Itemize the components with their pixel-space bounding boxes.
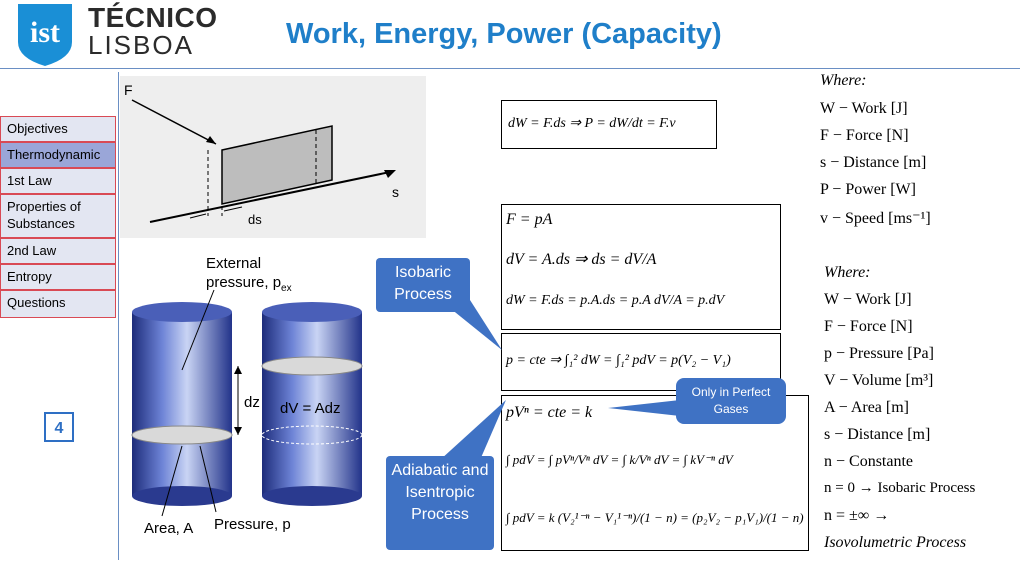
nav-item-second-law[interactable]: 2nd Law (0, 238, 116, 264)
force-label: F (124, 82, 133, 98)
force-diagram: F ds s (120, 76, 426, 238)
equation-integral: ∫ pdV = ∫ pVⁿ/Vⁿ dV = ∫ k/Vⁿ dV = ∫ kV⁻ⁿ… (506, 452, 733, 467)
ist-logo-icon: ist (18, 4, 72, 66)
equation-force-pressure: F = pA (506, 211, 553, 228)
dz-label: dz (244, 394, 260, 411)
page-title: Work, Energy, Power (Capacity) (286, 18, 722, 50)
s-label: s (392, 184, 399, 200)
where-item: Isovolumetric Process (824, 534, 967, 551)
equation-isobaric-box: p = cte ⇒ ∫₁² dW = ∫₁² pdV = p(V₂ − V₁) (501, 333, 781, 391)
nav-item-objectives[interactable]: Objectives (0, 116, 116, 142)
where-item: v − Speed [ms⁻¹] (820, 210, 931, 227)
ds-label: ds (248, 212, 262, 227)
where-item: A − Area [m] (824, 399, 909, 416)
where-item: V − Volume [m³] (824, 372, 934, 389)
where-item: s − Distance [m] (820, 154, 927, 171)
where-item: n = 0 → Isobaric Process (824, 480, 976, 496)
brand-name: TÉCNICO (88, 2, 218, 33)
where-heading: Where: (824, 264, 871, 281)
equation-volume: dV = A.ds ⇒ ds = dV/A (506, 251, 657, 268)
where-item: F − Force [N] (820, 127, 909, 144)
equation-power-box: dW = F.ds ⇒ P = dW/dt = F.v (501, 100, 717, 149)
equation-work-box: F = pA dV = A.ds ⇒ ds = dV/A dW = F.ds =… (501, 204, 781, 330)
equation-power: dW = F.ds ⇒ P = dW/dt = F.v (508, 116, 676, 131)
where-item: p − Pressure [Pa] (824, 345, 934, 362)
cylinder-diagram: External pressure, pex dz dV = Adz Area,… (124, 250, 374, 550)
where-item: n = ±∞ → (824, 507, 890, 524)
equation-polytropic: pVⁿ = cte = k (506, 404, 593, 421)
equation-work-pdv: dW = F.ds = p.A.ds = p.A dV/A = p.dV (506, 293, 725, 308)
nav-item-thermodynamic[interactable]: Thermodynamic (0, 142, 116, 168)
dv-label: dV = Adz (280, 400, 341, 417)
svg-text:ist: ist (30, 16, 60, 49)
nav-item-questions[interactable]: Questions (0, 290, 116, 318)
nav-item-entropy[interactable]: Entropy (0, 264, 116, 290)
where-item: W − Work [J] (824, 291, 912, 308)
isobaric-callout-pointer (440, 300, 502, 350)
nav-item-properties[interactable]: Properties of Substances (0, 194, 116, 238)
where-item: F − Force [N] (824, 318, 913, 335)
where-item: n − Constante (824, 453, 914, 470)
perfect-gases-pointer (608, 400, 680, 416)
isobaric-callout: Isobaric Process (376, 258, 470, 312)
perfect-gases-callout: Only in Perfect Gases (676, 378, 786, 424)
equation-isobaric: p = cte ⇒ ∫₁² dW = ∫₁² pdV = p(V₂ − V₁) (506, 353, 731, 368)
nav-item-first-law[interactable]: 1st Law (0, 168, 116, 194)
where-list-power: Where: W − Work [J] F − Force [N] s − Di… (820, 70, 1010, 240)
where-item: s − Distance [m] (824, 426, 931, 443)
adiabatic-callout: Adiabatic and Isentropic Process (386, 456, 494, 550)
page-number[interactable]: 4 (44, 412, 74, 442)
pressure-label: Pressure, p (214, 516, 291, 533)
area-label: Area, A (144, 520, 194, 537)
adiabatic-callout-pointer (440, 400, 506, 460)
header-divider (0, 68, 1020, 69)
where-item: W − Work [J] (820, 100, 908, 117)
where-item: P − Power [W] (820, 181, 916, 198)
equation-work-result: ∫ pdV = k (V₂¹⁻ⁿ − V₁¹⁻ⁿ)/(1 − n) = (p₂V… (506, 510, 804, 525)
sidebar-divider (118, 72, 119, 560)
where-list-work: Where: W − Work [J] F − Force [N] p − Pr… (824, 262, 1018, 558)
where-heading: Where: (820, 72, 867, 89)
brand-city: LISBOA (88, 30, 194, 60)
external-pressure-label: External pressure, pex (206, 255, 292, 294)
